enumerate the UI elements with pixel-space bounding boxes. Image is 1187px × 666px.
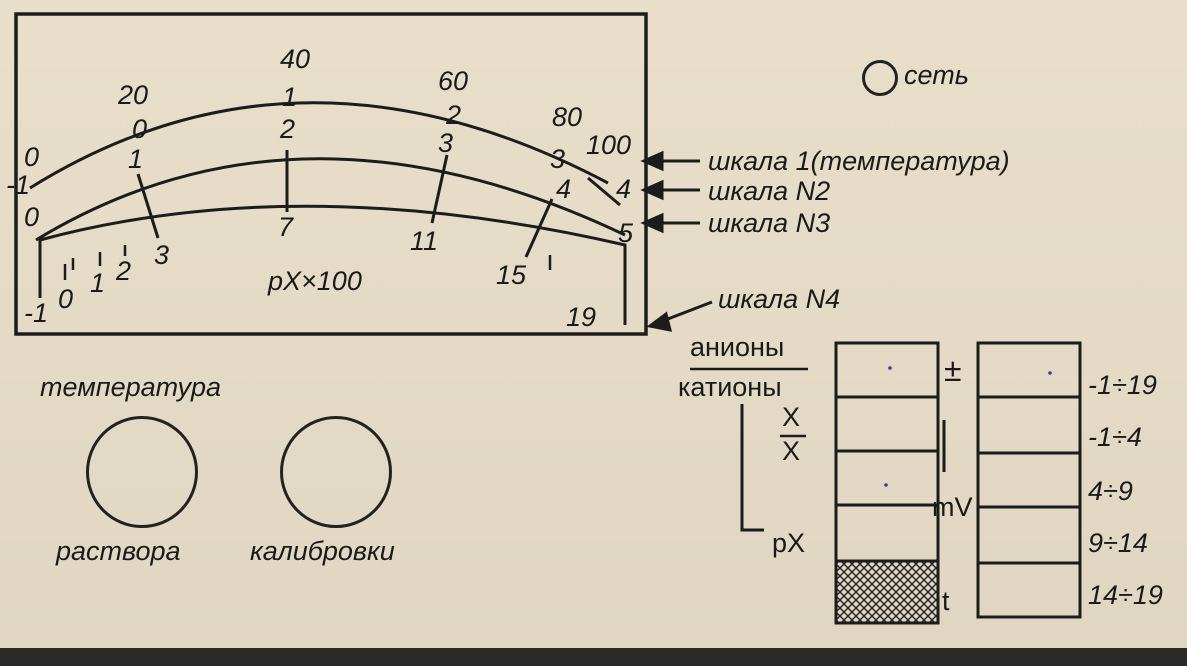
range-buttons <box>976 341 1082 619</box>
indicator-dot <box>1048 371 1052 375</box>
indicator-dot <box>884 483 888 487</box>
mode-buttons <box>834 341 940 625</box>
scale3-caption: шкала N3 <box>708 208 831 238</box>
mode-label-mv: mV <box>932 492 973 522</box>
mode-button-mv[interactable] <box>834 449 940 507</box>
scale3-label-3: 3 <box>438 128 454 158</box>
scale4-label-3: 3 <box>154 240 170 270</box>
scale4-ticks <box>63 245 552 280</box>
calibration-knob-label: калибровки <box>250 536 395 566</box>
mode-button-x-over-x[interactable] <box>834 395 940 453</box>
bottom-edge <box>0 648 1187 666</box>
mode-label-plus-minus: ± <box>944 352 962 388</box>
range-button-2[interactable] <box>976 395 1082 455</box>
solution-temperature-knob[interactable] <box>86 416 198 528</box>
scale2-label-2: 2 <box>446 100 462 130</box>
mode-label-x-bottom: X <box>782 436 801 466</box>
meter-unit-label: pX×100 <box>268 266 362 296</box>
scale4-label-1: 1 <box>90 268 106 298</box>
range-label-1: -1÷19 <box>1088 370 1157 400</box>
mode-label-cations: катионы <box>678 372 782 402</box>
scale-link-ticks <box>136 150 621 258</box>
scale2-caption: шкала N2 <box>708 176 831 206</box>
scale2-label-0: 0 <box>132 114 148 144</box>
scale3-label-2: 2 <box>280 114 296 144</box>
indicator-dot <box>888 366 892 370</box>
scale4-label-minus1: -1 <box>24 298 49 328</box>
mode-button-t[interactable] <box>834 559 940 625</box>
scale2-label-minus1: -1 <box>6 170 31 200</box>
range-label-2: -1÷4 <box>1088 422 1142 452</box>
range-label-4: 9÷14 <box>1088 528 1148 558</box>
scale1-label-80: 80 <box>552 102 583 132</box>
scale1-caption: шкала 1(температура) <box>708 146 1010 176</box>
mode-bracket <box>740 404 764 532</box>
mode-label-t: t <box>942 586 950 616</box>
power-label: сеть <box>904 60 969 90</box>
power-indicator <box>862 60 898 96</box>
calibration-temperature-knob[interactable] <box>280 416 392 528</box>
mode-label-anions: анионы <box>690 332 785 362</box>
scale2-label-3: 3 <box>550 144 566 174</box>
mode-label-x-top: X <box>782 402 801 432</box>
scale4-label-19: 19 <box>566 302 597 332</box>
range-label-3: 4÷9 <box>1088 476 1133 506</box>
scale4-label-11: 11 <box>410 226 439 256</box>
scale4-label-2: 2 <box>116 256 132 286</box>
scale1-label-60: 60 <box>438 66 469 96</box>
label-arrows <box>640 150 713 332</box>
scale4-label-15: 15 <box>496 260 527 290</box>
range-button-1[interactable] <box>976 341 1082 399</box>
mode-button-anions-cations[interactable] <box>834 341 940 399</box>
scale3-label-5: 5 <box>618 218 634 248</box>
range-button-4[interactable] <box>976 505 1082 565</box>
scale3-label-1: 1 <box>128 144 144 174</box>
scale4-label-7: 7 <box>278 212 294 242</box>
range-button-3[interactable] <box>976 451 1082 509</box>
scale4-label-0: 0 <box>58 284 74 314</box>
scale2-arc <box>35 157 626 242</box>
mode-button-px[interactable] <box>834 503 940 563</box>
scale1-label-100: 100 <box>586 130 632 160</box>
scale1-arc <box>29 101 609 190</box>
scale3-label-4: 4 <box>556 174 572 204</box>
scale1-label-40: 40 <box>280 44 311 74</box>
scale1-label-0: 0 <box>24 142 40 172</box>
scale1-label-20: 20 <box>118 80 149 110</box>
scale2-label-4: 4 <box>616 174 632 204</box>
range-label-5: 14÷19 <box>1088 580 1163 610</box>
mode-label-px: pX <box>772 528 806 558</box>
scale4-caption: шкала N4 <box>718 284 841 314</box>
scale3-arc <box>38 204 627 325</box>
solution-knob-label: раствора <box>56 536 181 566</box>
range-button-5[interactable] <box>976 561 1082 619</box>
knobs-heading: температура <box>40 372 222 402</box>
scale3-label-0: 0 <box>24 202 40 232</box>
scale2-label-1: 1 <box>282 82 298 112</box>
meter-frame <box>14 12 648 336</box>
